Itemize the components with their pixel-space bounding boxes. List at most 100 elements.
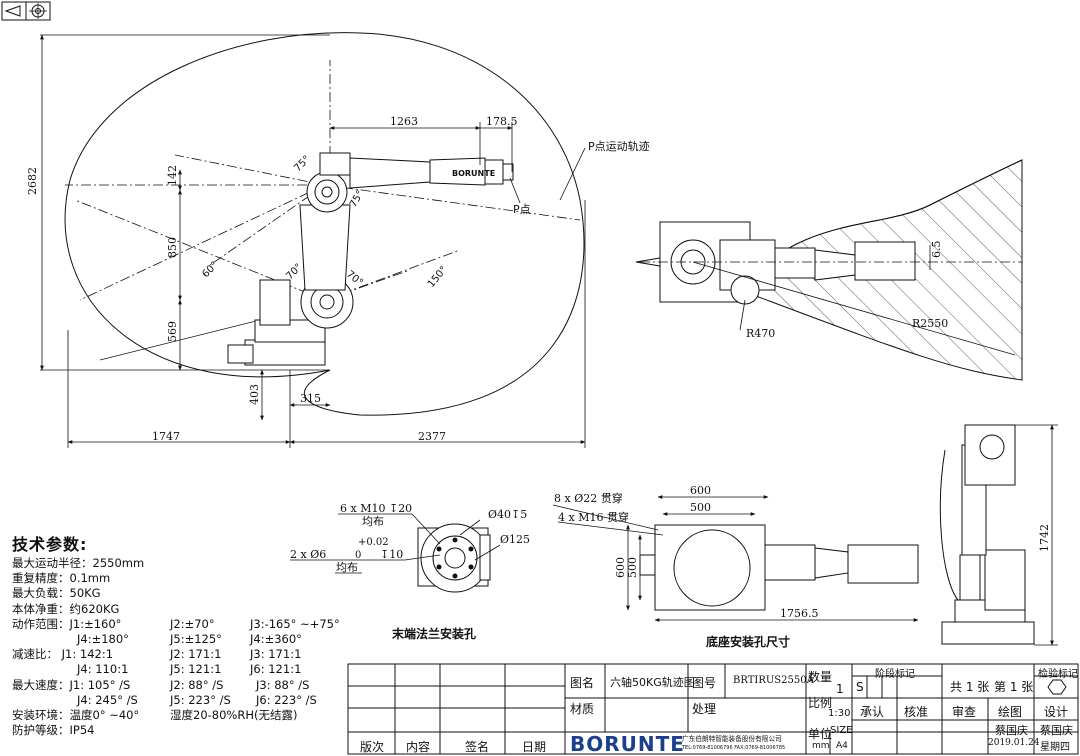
dim-142-label: 142 [166, 165, 179, 186]
weekday: 星期四 [1040, 742, 1070, 753]
angle-150-label: 150° [426, 264, 450, 290]
drawing-name-label: 图名 [570, 676, 595, 690]
spec-cell: 安装环境：温度0° ~40° [12, 707, 140, 722]
drafter-name: 蔡国庆 [995, 724, 1028, 737]
flange-hole-spec-2a: 2 x [290, 548, 310, 561]
dim-r470-label: R470 [746, 327, 775, 340]
spec-cell: J5: 121:1 [170, 662, 222, 677]
stage-label: 阶段标记 [875, 669, 915, 680]
unit-value: mm [812, 741, 830, 751]
rev-label: 版次 [360, 740, 385, 754]
specs-title: 技术参数: [12, 535, 88, 554]
spec-row: 最大速度：J1: 105° /S J2: 88° /S J3: 88° /S [12, 678, 352, 693]
qty-value: 1 [836, 682, 844, 696]
diameter-symbol-icon: Ø [500, 533, 509, 546]
spec-cell: 最大负载：50KG [12, 586, 101, 601]
dim-850-label: 850 [166, 237, 179, 258]
company-logo: BORUNTE [570, 732, 685, 756]
svg-text:↧10: ↧10 [380, 548, 403, 561]
flange-hole-spec-1: 6 x M10 [340, 502, 385, 515]
base-caption: 底座安装孔尺寸 [706, 634, 790, 649]
svg-text:Ø40↧5: Ø40↧5 [488, 508, 527, 521]
sign-label: 签名 [465, 740, 490, 754]
flange-even-2: 均布 [336, 561, 358, 574]
inspection-label: 检验标记 [1038, 669, 1078, 680]
depth-symbol-icon: ↧ [380, 548, 389, 561]
spec-cell: J5:±125° [170, 631, 222, 646]
title-block-grid [347, 663, 1079, 755]
base-dim-1756-5: 1756.5 [780, 607, 819, 620]
base-dim-600-top: 600 [690, 484, 711, 497]
spec-row: 防护等级：IP54 [12, 723, 352, 738]
stage-value: S [856, 680, 864, 694]
spec-cell: 湿度20-80%RH(无结露) [170, 707, 298, 722]
spec-row: 动作范围：J1:±160° J2:±70° J3:-165° ~+75° [12, 617, 352, 632]
base-dim-600-left: 600 [614, 557, 627, 578]
spec-cell: 防护等级：IP54 [12, 723, 95, 738]
dim-569-label: 569 [166, 321, 179, 342]
robot-body-side [227, 152, 514, 366]
spec-cell: 本体净重：约620KG [12, 601, 120, 616]
front-view: 1742 [939, 424, 1058, 646]
qty-label: 数量 [808, 670, 833, 684]
angle-75-b-label: 75° [348, 189, 366, 210]
draw-label: 绘图 [998, 705, 1023, 719]
drawing-no: BRTIRUS2550A [733, 675, 814, 686]
flange-dia-40-depth: 5 [520, 508, 527, 521]
flange-hole-depth-1: 20 [398, 502, 412, 515]
angle-75-a-label: 75° [292, 154, 312, 174]
design-label: 设计 [1044, 705, 1069, 719]
scale-label: 比例 [808, 696, 833, 710]
dim-178-label: 178.5 [486, 115, 518, 128]
spec-cell: J4: 110:1 [77, 662, 129, 677]
spec-row: 本体净重：约620KG [12, 602, 352, 617]
company-tel: TEL:0769-81006796 FAX:0769-81006785 [682, 745, 786, 751]
dim-1747-label: 1747 [152, 430, 180, 443]
spec-row: J4: 110:1 J5: 121:1 J6: 121:1 [12, 662, 352, 677]
spec-cell: J6: 223° /S [256, 692, 317, 707]
spec-cell: 最大速度：J1: 105° /S [12, 677, 131, 692]
dim-315-label: 315 [300, 392, 321, 405]
base-view: 8 x Ø22 贯穿 4 x M16 贯穿 600 500 600 500 17… [552, 484, 919, 649]
designer-name: 蔡国庆 [1040, 724, 1073, 737]
size-label: SIZE [830, 725, 853, 736]
date-label: 日期 [522, 740, 547, 754]
spec-cell: J5: 223° /S [170, 692, 231, 707]
spec-cell: J6: 121:1 [250, 662, 302, 677]
sheet-number: 第 1 张 [994, 680, 1034, 694]
spec-row: J4: 245° /S J5: 223° /S J6: 223° /S [12, 693, 352, 708]
total-sheets: 共 1 张 [950, 680, 990, 694]
flange-dia-125: 125 [509, 533, 530, 546]
dim-403-label: 403 [248, 384, 261, 405]
arm-brand-text: BORUNTE [452, 169, 495, 178]
spec-row: 减速比： J1: 142:1 J2: 171:1 J3: 171:1 [12, 647, 352, 662]
tech-specs-panel: 技术参数: 最大运动半径：2550mm 重复精度：0.1mm 最大负载：50KG… [12, 537, 352, 738]
spec-cell: 减速比： J1: 142:1 [12, 647, 114, 662]
inspection-hexagon-icon [1047, 679, 1067, 695]
work-envelope-outline [64, 32, 585, 416]
angle-70-a-label: 70° [284, 262, 304, 282]
unit-label: 单位 [808, 727, 833, 741]
diameter-symbol-icon: Ø [310, 548, 319, 561]
flange-hole-spec-2b: 6 [319, 548, 326, 561]
diameter-symbol-icon: Ø [574, 492, 583, 505]
treatment-label: 处理 [692, 702, 717, 716]
spec-cell: 重复精度：0.1mm [12, 571, 111, 586]
spec-cell: J2: 171:1 [170, 647, 222, 662]
main-side-view: BORUNTE 2682 1263 178.5 P点运动轨迹 P [26, 32, 650, 448]
base-holes-22-b: 22 贯穿 [583, 491, 623, 505]
point-label: P点 [513, 203, 531, 216]
svg-text:Ø125: Ø125 [500, 533, 530, 546]
top-view: 6.5 R470 R2550 [635, 159, 1023, 381]
spec-row: 最大负载：50KG [12, 586, 352, 601]
spec-cell: J2:±70° [170, 616, 215, 631]
spec-row: J4:±180° J5:±125° J4:±360° [12, 632, 352, 647]
base-dim-500-left: 500 [626, 557, 639, 578]
flange-view: 6 x M10 ↧20 均布 +0.02 2 x Ø6 0 ↧10 均布 Ø40… [290, 502, 530, 641]
projection-view-icon [1, 1, 27, 21]
spec-cell: J4:±180° [77, 631, 129, 646]
spec-cell: J2: 88° /S [170, 677, 224, 692]
dim-2377-label: 2377 [418, 430, 446, 443]
spec-cell: 最大运动半径：2550mm [12, 556, 145, 570]
